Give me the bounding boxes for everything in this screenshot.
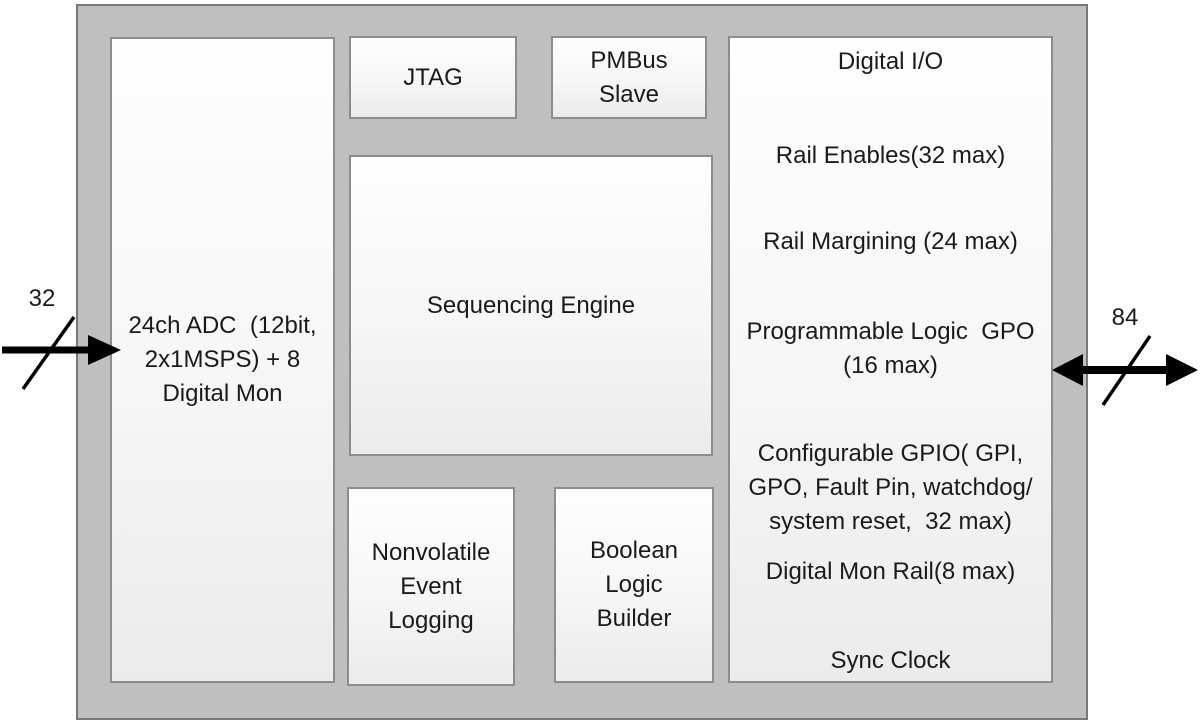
adc-block: 24ch ADC (12bit, 2x1MSPS) + 8 Digital Mo… (110, 37, 335, 683)
adc-block-label: 24ch ADC (12bit, 2x1MSPS) + 8 Digital Mo… (128, 312, 317, 407)
sequencing-engine-block: Sequencing Engine (349, 155, 713, 456)
pmbus-slave-block: PMBus Slave (551, 36, 707, 119)
digital-io-item-rail-margining: Rail Margining (24 max) (763, 228, 1018, 255)
jtag-block: JTAG (349, 36, 517, 119)
io-bus-width-label: 84 (1111, 304, 1139, 331)
sequencing-engine-block-label: Sequencing Engine (426, 291, 636, 319)
boolean-logic-builder-block-label: Boolean Logic Builder (589, 537, 679, 632)
nonvolatile-event-logging-block: Nonvolatile Event Logging (347, 487, 515, 686)
digital-io-item-digital-mon-rail: Digital Mon Rail(8 max) (765, 558, 1016, 585)
boolean-logic-builder-block: Boolean Logic Builder (554, 487, 714, 683)
digital-io-item-programmable-logic-gpo: Programmable Logic GPO (16 max) (746, 318, 1035, 379)
jtag-block-label: JTAG (403, 63, 463, 91)
digital-io-title: Digital I/O (837, 48, 944, 75)
digital-io-item-configurable-gpio: Configurable GPIO( GPI, GPO, Fault Pin, … (748, 440, 1033, 535)
pmbus-slave-block-label: PMBus Slave (590, 46, 668, 108)
digital-io-block: Digital I/O Rail Enables(32 max) Rail Ma… (728, 36, 1053, 683)
digital-io-item-sync-clock: Sync Clock (830, 647, 951, 674)
adc-bus-width-label: 32 (28, 285, 56, 312)
digital-io-item-rail-enables: Rail Enables(32 max) (775, 142, 1006, 169)
nonvolatile-event-logging-block-label: Nonvolatile Event Logging (371, 538, 491, 634)
